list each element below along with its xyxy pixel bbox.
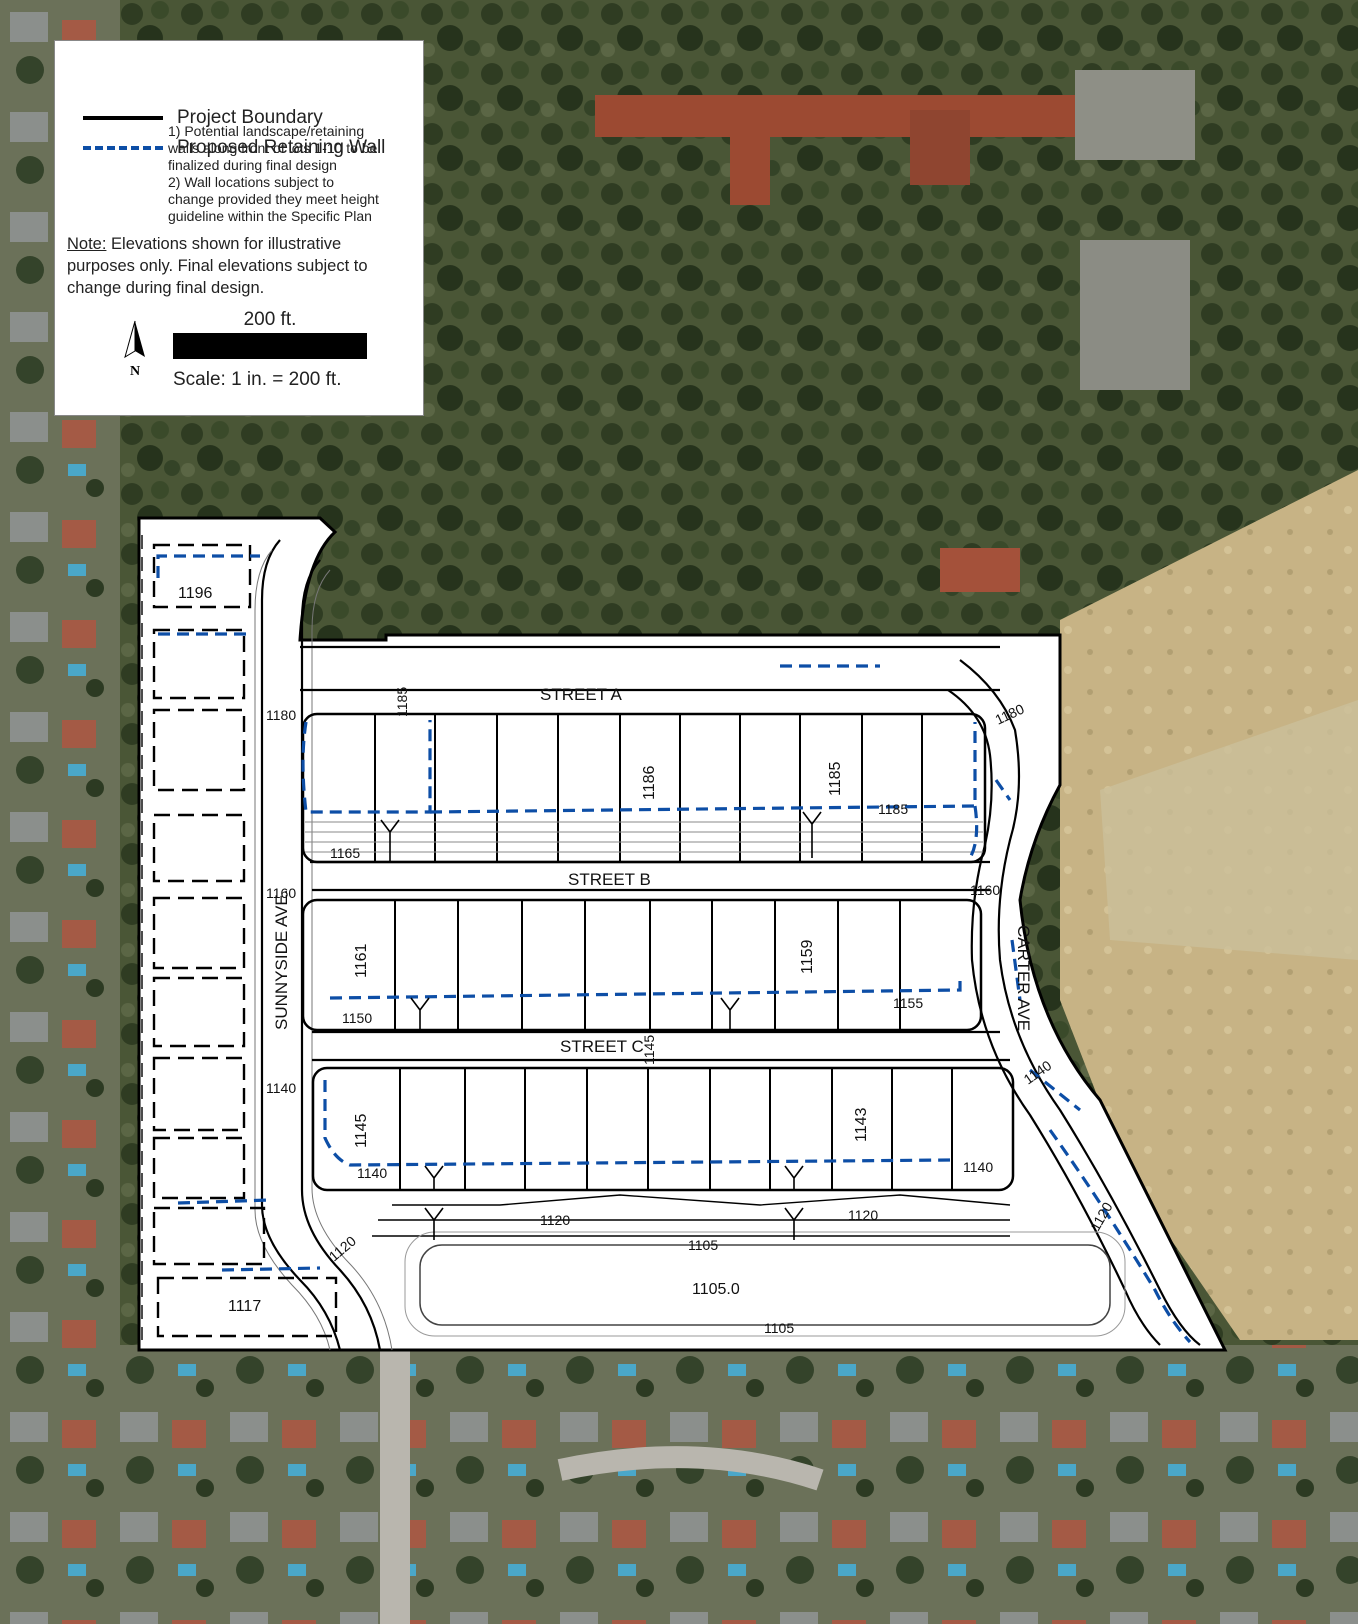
legend-wall-notes: 1) Potential landscape/retaining walls a…	[168, 123, 418, 225]
elevation-label: 1155	[893, 995, 923, 1011]
south-neighborhood	[0, 1345, 1358, 1624]
elevation-label: 1105.0	[692, 1281, 740, 1298]
graded-slope	[1100, 700, 1358, 960]
drain-symbols	[380, 811, 822, 1240]
retaining-walls	[156, 554, 1192, 1344]
elevation-label: 1120	[848, 1207, 878, 1223]
elevation-label: 1145	[641, 1035, 657, 1065]
wall-note-line: walls along front of lots 1-10 to be	[168, 140, 378, 156]
street-b-label: STREET B	[568, 870, 651, 889]
elevation-label: 1159	[799, 939, 816, 974]
elevation-label: 1140	[963, 1159, 993, 1175]
legend-boundary-row: Project Boundary	[83, 107, 323, 129]
terrace-lines	[372, 1194, 1011, 1237]
building-roof	[730, 95, 770, 205]
road	[557, 1446, 824, 1491]
elevation-label: 1185	[878, 801, 908, 817]
scale-text: Scale: 1 in. = 200 ft.	[173, 369, 342, 390]
sunnyside-ave-label: SUNNYSIDE AVE.	[272, 890, 291, 1030]
note-text: change during final design.	[67, 279, 265, 297]
map-legend: Project Boundary Proposed Retaining Wall…	[54, 40, 424, 416]
west-lots	[152, 543, 338, 1338]
scale-distance: 200 ft.	[243, 309, 297, 330]
north-letter: N	[130, 364, 140, 379]
elevation-label: 1105	[688, 1237, 718, 1253]
lot-block-3	[311, 1066, 1015, 1192]
lot-lines-block-3	[399, 1068, 953, 1190]
elevation-label: 1160	[970, 882, 1000, 898]
street-c-label: STREET C	[560, 1037, 644, 1056]
sunnyside-ave-road	[260, 539, 382, 1351]
boundary-label: Project Boundary	[177, 107, 323, 128]
elevation-label: 1143	[853, 1107, 870, 1142]
basin-contour	[404, 1231, 1126, 1337]
retaining-wall-swatch	[83, 146, 163, 150]
detention-basin	[419, 1244, 1111, 1326]
carter-ave-label: CARTER AVE	[1014, 925, 1033, 1031]
elevation-label: 1161	[353, 943, 370, 978]
elevation-label: 1186	[641, 765, 658, 800]
elevation-label: 1196	[178, 585, 213, 602]
elevation-label: 1185	[827, 761, 844, 796]
north-arrow-icon: N	[124, 320, 145, 379]
elevation-label: 1160	[266, 885, 296, 901]
lot-lines-block-1	[374, 714, 923, 862]
building-roof	[940, 548, 1020, 592]
elevation-label: 1140	[266, 1080, 296, 1096]
contours-block-1	[305, 821, 983, 853]
wall-note-line: 1) Potential landscape/retaining	[168, 123, 365, 139]
parking-lot	[1080, 240, 1190, 390]
parking-lot	[1075, 70, 1195, 160]
carter-ave-road	[947, 659, 1201, 1346]
lot-block-2	[301, 898, 983, 1032]
elevation-label: 1120	[540, 1212, 570, 1228]
wall-note-line: 2) Wall locations subject to	[168, 174, 334, 190]
wall-note-line: change provided they meet height	[168, 191, 379, 207]
elevation-label: 1145	[353, 1113, 370, 1148]
scale-bar	[173, 333, 367, 359]
legend-wall-row: Proposed Retaining Wall	[83, 137, 385, 159]
elevation-label: 1117	[228, 1298, 261, 1315]
street-a-label: STREET A	[540, 685, 623, 704]
building-roof	[595, 95, 1085, 137]
building-roof	[910, 110, 970, 185]
elevation-label: 1150	[342, 1010, 372, 1026]
note-title: Note:	[67, 235, 107, 253]
note-text: purposes only. Final elevations subject …	[67, 257, 368, 275]
elevation-label: 1105	[764, 1320, 794, 1336]
wall-label: Proposed Retaining Wall	[177, 137, 386, 158]
elevation-label: 1165	[330, 845, 360, 861]
lot-lines-block-2	[394, 900, 901, 1030]
sunnyside-ave-gutter	[254, 549, 393, 1351]
wall-note-line: finalized during final design	[168, 157, 337, 173]
elevation-note: Note: Elevations shown for illustrative …	[67, 233, 417, 299]
note-text: Elevations shown for illustrative	[106, 235, 342, 253]
boundary-swatch	[83, 116, 163, 120]
elevation-label: 1185	[394, 687, 410, 717]
wall-note-line: guideline within the Specific Plan	[168, 208, 372, 224]
elevation-label: 1180	[266, 707, 296, 723]
elevation-label: 1140	[357, 1165, 387, 1181]
road	[380, 1345, 410, 1624]
